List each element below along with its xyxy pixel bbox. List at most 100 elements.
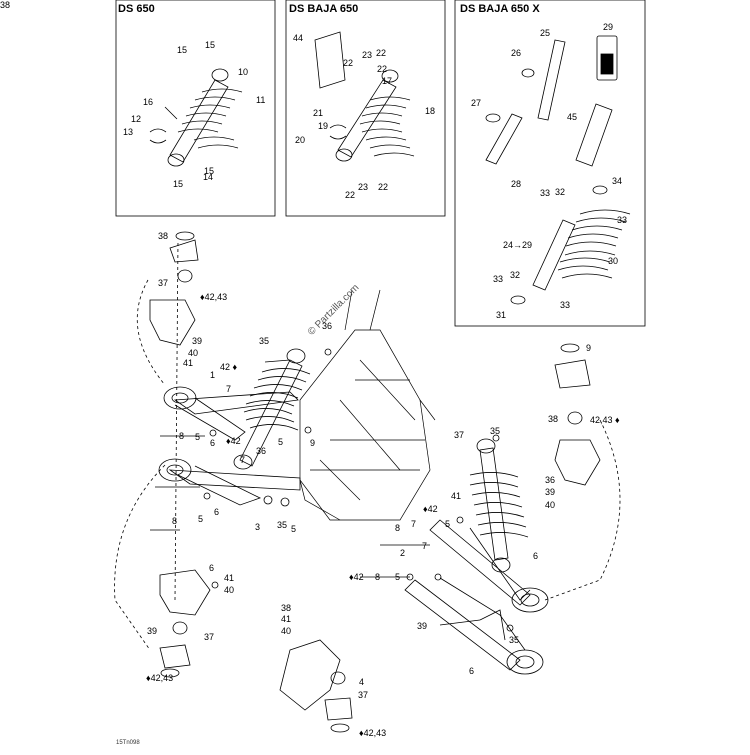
callout-label: 9 <box>586 343 592 353</box>
callout-label: 40 <box>188 348 199 358</box>
callout-label: 22 <box>343 58 354 68</box>
callout-label: ♦42,43 <box>146 673 174 683</box>
callout-label: 1 <box>210 370 216 380</box>
ds650-shock-absorber <box>149 68 243 167</box>
callout-label: 39 <box>147 626 158 636</box>
callout-label: 33 <box>560 300 571 310</box>
assembly-leaders <box>114 239 621 651</box>
callout-label: 18 <box>425 106 436 116</box>
callout-label: 19 <box>318 121 329 131</box>
callout-label: 42,43 ♦ <box>590 415 620 425</box>
callout-label: 22 <box>378 182 389 192</box>
callout-label: 3 <box>255 522 261 532</box>
callout-label: 5 <box>395 572 401 582</box>
callout-label: 15 <box>205 40 216 50</box>
callout-label: 41 <box>183 358 194 368</box>
callout-label: 28 <box>511 179 522 189</box>
baja650x-parts <box>485 35 631 305</box>
callout-label: 36 <box>322 321 333 331</box>
callout-label: 12 <box>131 114 142 124</box>
callout-label: 37 <box>204 632 215 642</box>
callout-label: 6 <box>533 551 539 561</box>
callout-label: 38 <box>158 231 169 241</box>
callout-label: 35 <box>277 520 288 530</box>
callout-label: 2 <box>400 548 406 558</box>
callout-label: 4 <box>359 677 365 687</box>
callout-label: 38 <box>0 0 11 10</box>
callout-label: 33 <box>540 188 551 198</box>
callout-label: 8 <box>172 516 178 526</box>
callout-label: 44 <box>293 33 304 43</box>
callout-label: 39 <box>417 621 428 631</box>
bolts-and-hardware <box>150 348 514 632</box>
knuckle-lower-left <box>159 569 211 678</box>
callout-label: 8 <box>179 431 185 441</box>
callout-label: 23 <box>362 50 373 60</box>
callout-label: 30 <box>608 256 619 266</box>
callout-label: 21 <box>313 108 324 118</box>
callout-label: 11 <box>256 95 266 105</box>
callout-label: 22 <box>377 64 388 74</box>
callout-label: 15 <box>204 166 215 176</box>
callout-label: 23 <box>358 182 369 192</box>
knuckle-right <box>554 343 601 486</box>
lower-a-arm-right <box>404 577 544 675</box>
callout-label: 33 <box>617 215 628 225</box>
callout-label: 22 <box>345 190 356 200</box>
lower-a-arm-left <box>158 458 301 506</box>
callout-label: 10 <box>238 67 249 77</box>
callout-label: 39 <box>545 487 556 497</box>
callout-label: 40 <box>281 626 292 636</box>
callout-label: 38 <box>281 603 292 613</box>
callout-label: 7 <box>422 541 428 551</box>
callout-label: 9 <box>310 438 316 448</box>
callout-label: 36 <box>256 446 267 456</box>
callout-label: 37 <box>158 278 169 288</box>
baja650-panel-frame <box>285 0 446 217</box>
callout-label: 41 <box>451 491 462 501</box>
callout-label: ♦42 <box>349 572 364 582</box>
callout-label: 5 <box>278 437 284 447</box>
callout-label: ♦42,43 <box>200 292 228 302</box>
callout-label: 34 <box>612 176 623 186</box>
callout-label: 13 <box>123 127 134 137</box>
callout-label: 6 <box>210 438 216 448</box>
callout-label: 20 <box>295 135 306 145</box>
callout-label: 35 <box>259 336 270 346</box>
callout-label: 7 <box>240 455 246 465</box>
callout-label: 17 <box>382 76 393 86</box>
panel-title-baja650x: DS BAJA 650 X <box>460 3 540 15</box>
callout-label: ♦42 <box>226 436 241 446</box>
callout-label: 14 <box>203 172 214 182</box>
callout-label: 7 <box>411 519 417 529</box>
upper-a-arm-right <box>429 519 549 613</box>
callout-label: 38 <box>548 414 559 424</box>
callout-label: ♦42 <box>423 504 438 514</box>
callout-label: 41 <box>281 614 292 624</box>
callout-label: 26 <box>511 48 522 58</box>
callout-label: 41 <box>224 573 235 583</box>
callout-label: 15 <box>177 45 188 55</box>
vehicle-frame <box>299 289 436 521</box>
callout-label: 5 <box>198 514 204 524</box>
callout-label: 29 <box>603 22 614 32</box>
panel-title-ds650: DS 650 <box>118 3 155 15</box>
callout-label: 35 <box>490 426 501 436</box>
ds650-panel-frame <box>115 0 276 217</box>
front-shock-left <box>233 348 311 470</box>
callout-label: 31 <box>496 310 507 320</box>
callout-label: 37 <box>454 430 465 440</box>
callout-label: ♦42,43 <box>359 728 387 738</box>
callout-label: 39 <box>192 336 203 346</box>
callout-label: 5 <box>445 519 451 529</box>
callout-label: 6 <box>209 563 215 573</box>
callout-label: 15 <box>173 179 184 189</box>
callout-label: 8 <box>375 572 381 582</box>
knuckle-bottom-center <box>279 639 353 733</box>
callout-label: 40 <box>224 585 235 595</box>
callout-label: 32 <box>555 187 566 197</box>
callout-label: 22 <box>376 48 387 58</box>
callout-label: 45 <box>567 112 578 122</box>
callout-label: 25 <box>540 28 551 38</box>
